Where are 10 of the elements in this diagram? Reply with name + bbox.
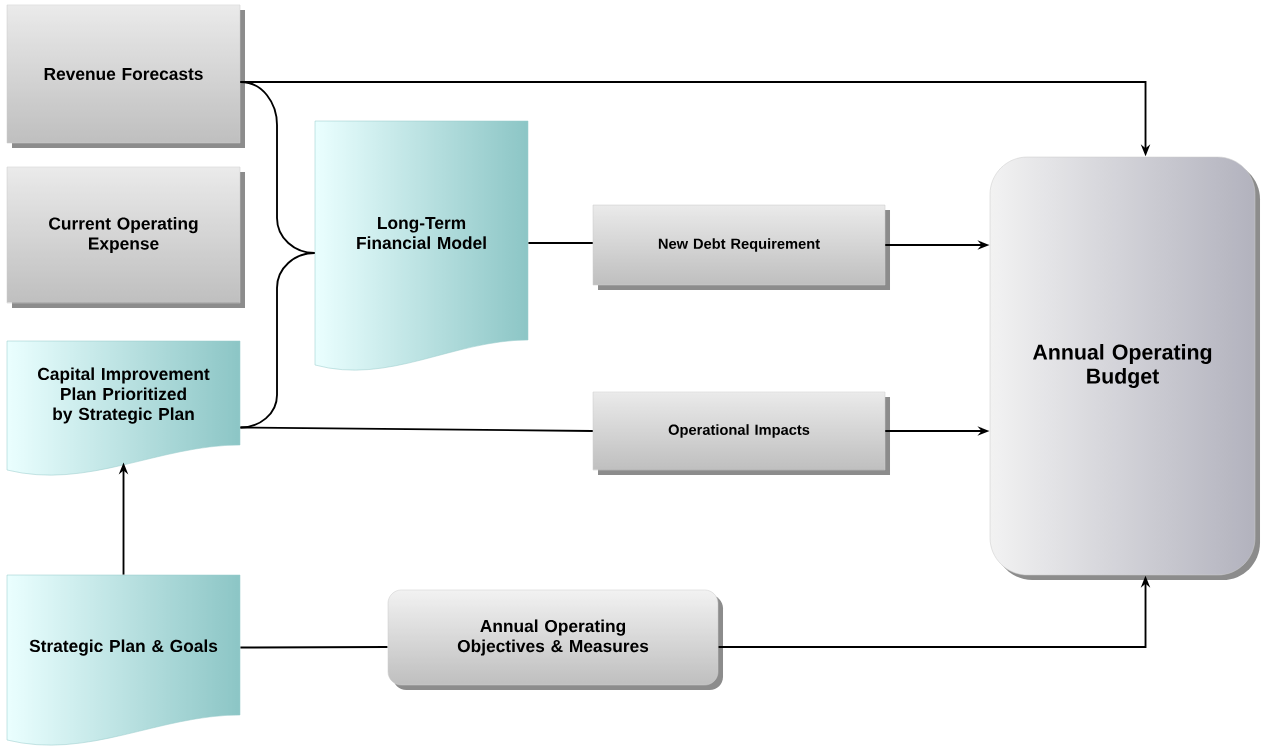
process-box: Revenue Forecasts xyxy=(6,4,245,148)
process-box: Current Operating Expense xyxy=(6,166,245,308)
rounded-box: Annual Operating Budget xyxy=(989,156,1260,580)
process-box: New Debt Requirement xyxy=(592,204,890,290)
connector-line xyxy=(239,252,316,429)
process-box: Operational Impacts xyxy=(592,391,890,475)
rounded-box: Annual Operating Objectives & Measures xyxy=(387,589,723,690)
connector-line xyxy=(527,242,594,244)
connector-line xyxy=(239,646,389,649)
connector-line xyxy=(239,426,594,432)
